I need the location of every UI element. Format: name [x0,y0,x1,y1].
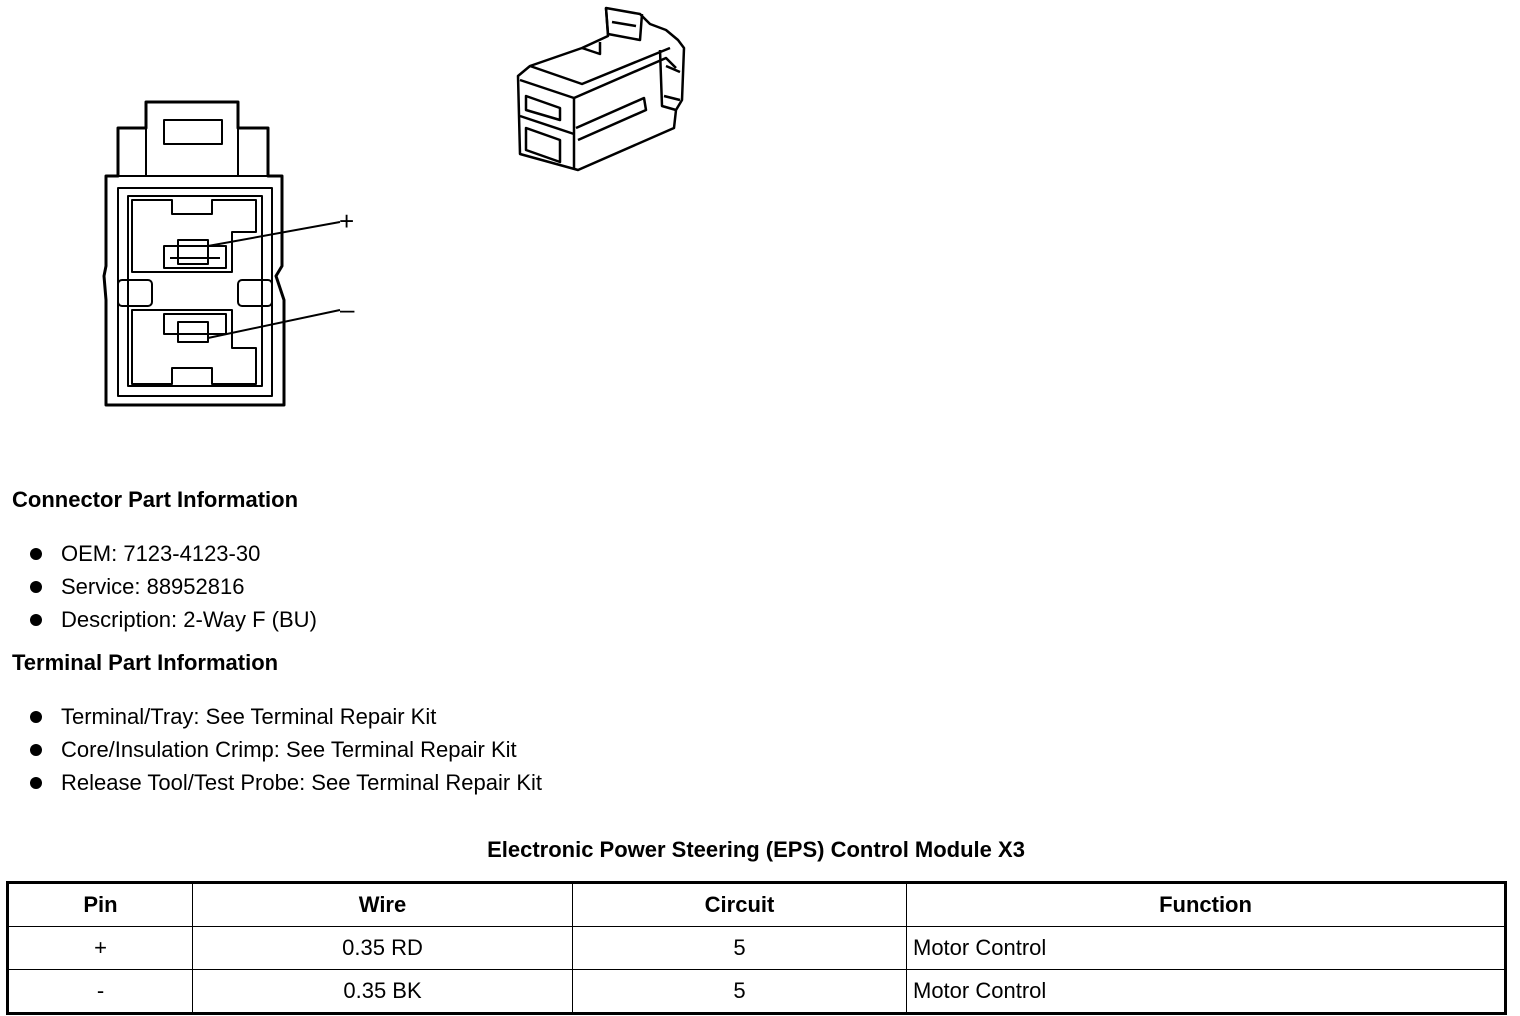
header-pin: Pin [7,882,193,927]
cell-pin: - [7,969,193,1014]
cell-function: Motor Control [906,969,1506,1014]
terminal-part-list: Terminal/Tray: See Terminal Repair Kit C… [28,700,542,799]
list-item: Description: 2-Way F (BU) [28,603,317,636]
bullet-icon [30,777,42,789]
connector-isometric-view [516,6,686,172]
connector-part-heading: Connector Part Information [12,487,299,512]
connector-part-list: OEM: 7123-4123-30 Service: 88952816 Desc… [28,537,317,636]
list-item: Service: 88952816 [28,570,317,603]
bullet-icon [30,711,42,723]
table-row: + 0.35 RD 5 Motor Control [7,926,1506,970]
header-circuit: Circuit [572,882,907,927]
pin-minus-label: – [340,294,355,324]
list-item: OEM: 7123-4123-30 [28,537,317,570]
table-row: - 0.35 BK 5 Motor Control [7,969,1506,1014]
pin-table-title: Electronic Power Steering (EPS) Control … [487,837,1025,862]
cell-circuit: 5 [572,926,907,970]
connector-face-view [102,100,341,407]
terminal-part-heading: Terminal Part Information [12,650,279,675]
cell-pin: + [7,926,193,970]
header-function: Function [906,882,1506,927]
list-item: Core/Insulation Crimp: See Terminal Repa… [28,733,542,766]
bullet-icon [30,548,42,560]
table-header-row: Pin Wire Circuit Function [7,882,1506,927]
connector-diagram [102,6,686,407]
bullet-icon [30,614,42,626]
list-item: Release Tool/Test Probe: See Terminal Re… [28,766,542,799]
cell-function: Motor Control [906,926,1506,970]
pin-plus-label: + [339,206,355,236]
bullet-icon [30,744,42,756]
bullet-icon [30,581,42,593]
cell-wire: 0.35 RD [192,926,573,970]
pin-table: Pin Wire Circuit Function + 0.35 RD 5 Mo… [6,881,1507,1015]
header-wire: Wire [192,882,573,927]
list-item: Terminal/Tray: See Terminal Repair Kit [28,700,542,733]
cell-wire: 0.35 BK [192,969,573,1014]
cell-circuit: 5 [572,969,907,1014]
